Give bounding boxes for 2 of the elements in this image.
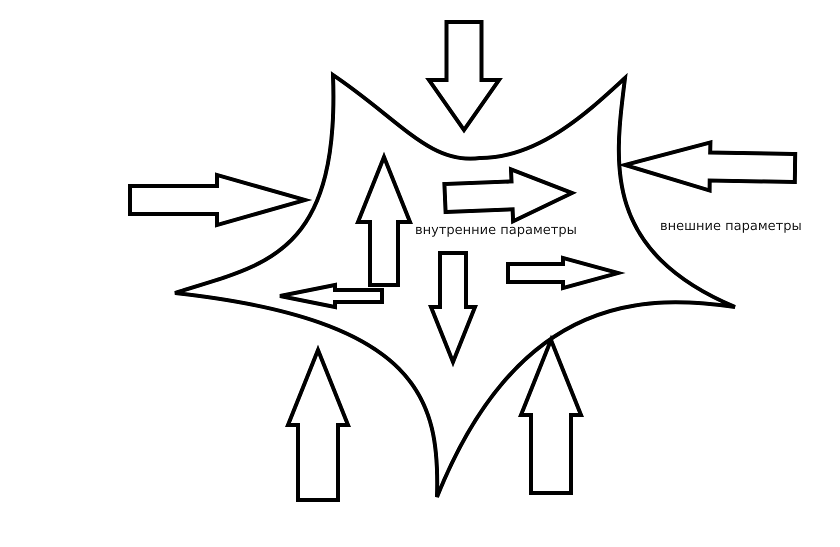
text-label: внешние параметры [660, 219, 802, 234]
shape-label: внутренние параметры [415, 223, 577, 238]
